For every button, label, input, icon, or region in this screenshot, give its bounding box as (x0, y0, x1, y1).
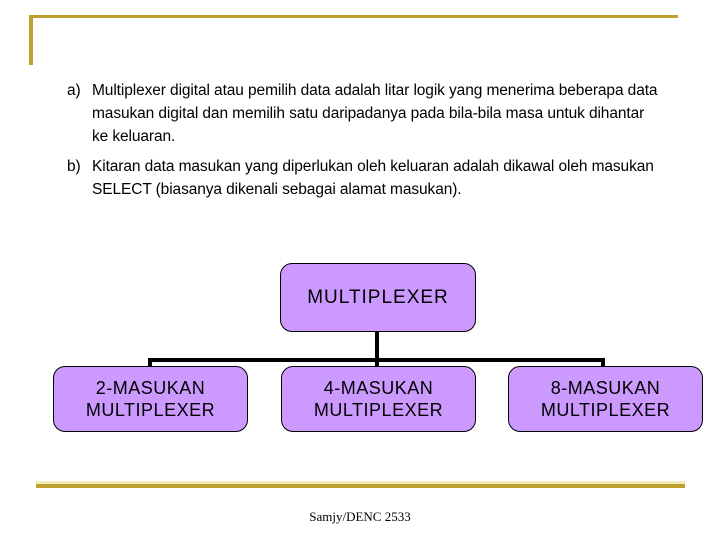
bullet-text-a: Multiplexer digital atau pemilih data ad… (92, 82, 658, 145)
diagram-box-line2: MULTIPLEXER (540, 400, 671, 420)
top-gold-rule (29, 15, 678, 18)
footer-text: Samjy/DENC 2533 (309, 509, 411, 524)
left-gold-rule (29, 15, 33, 65)
bullet-item-a: a) Multiplexer digital atau pemilih data… (67, 79, 660, 148)
diagram-box-line2: MULTIPLEXER (313, 400, 444, 420)
bullet-item-b: b) Kitaran data masukan yang diperlukan … (67, 155, 660, 201)
diagram-box-8-masukan: 8-MASUKAN MULTIPLEXER (508, 366, 703, 432)
diagram-box-line1: 4-MASUKAN (323, 378, 434, 398)
diagram-box-4-masukan: 4-MASUKAN MULTIPLEXER (281, 366, 476, 432)
connector-horizontal (148, 358, 605, 362)
bottom-rule-light (36, 481, 685, 484)
diagram-box-line1: 2-MASUKAN (95, 378, 206, 398)
diagram-root-label: MULTIPLEXER (307, 286, 449, 308)
diagram-box-line2: MULTIPLEXER (85, 400, 216, 420)
diagram-root-box-multiplexer: MULTIPLEXER (280, 263, 476, 332)
connector-root-vertical (375, 331, 379, 367)
bullet-text-b: Kitaran data masukan yang diperlukan ole… (92, 158, 654, 198)
bottom-rule-dark (36, 484, 685, 488)
connector-stub-right (601, 358, 605, 367)
bullet-marker-b: b) (67, 158, 81, 175)
diagram-box-2-masukan: 2-MASUKAN MULTIPLEXER (53, 366, 248, 432)
connector-stub-left (148, 358, 152, 367)
bullet-marker-a: a) (67, 82, 81, 99)
diagram-box-line1: 8-MASUKAN (550, 378, 661, 398)
